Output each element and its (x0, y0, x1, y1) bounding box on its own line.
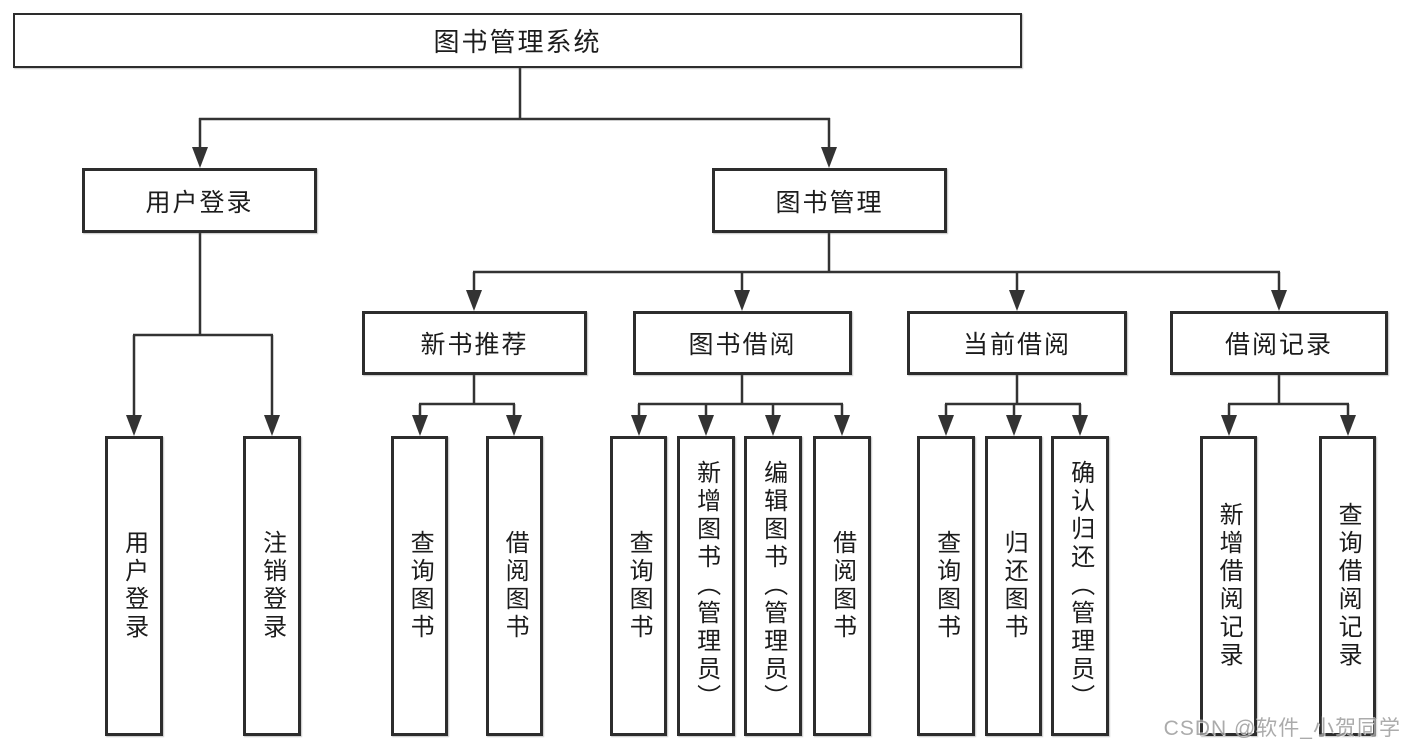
leaf-label: 用户登录 (120, 530, 148, 642)
node-book-management: 图书管理 (712, 168, 947, 233)
leaf-label: 借阅图书 (828, 530, 856, 642)
leaf-label: 借阅图书 (501, 530, 529, 642)
leaf-add-books-admin: 新增图书（管理员） (677, 436, 735, 736)
leaf-label: 归还图书 (1000, 530, 1028, 642)
node-label: 当前借阅 (962, 331, 1071, 359)
leaf-label: 注销登录 (258, 530, 286, 642)
node-user-login: 用户登录 (82, 168, 317, 233)
leaf-add-borrow-record: 新增借阅记录 (1200, 436, 1257, 736)
leaf-borrow-books-recommend: 借阅图书 (486, 436, 543, 736)
node-label: 借阅记录 (1224, 331, 1333, 359)
leaf-query-books-current: 查询图书 (917, 436, 975, 736)
watermark: CSDN @软件_小贺同学 (1163, 717, 1401, 740)
node-label: 用户登录 (145, 188, 254, 217)
leaf-query-books-borrowing: 查询图书 (610, 436, 667, 736)
node-label: 图书管理系统 (433, 27, 602, 57)
leaf-label: 查询借阅记录 (1334, 502, 1362, 670)
leaf-user-login: 用户登录 (105, 436, 163, 736)
leaf-logout-login: 注销登录 (243, 436, 301, 736)
node-library-management-system: 图书管理系统 (13, 13, 1022, 68)
node-new-book-recommendation: 新书推荐 (362, 311, 587, 375)
node-current-borrowing: 当前借阅 (907, 311, 1127, 375)
leaf-query-borrow-record: 查询借阅记录 (1319, 436, 1376, 736)
leaf-confirm-return-admin: 确认归还（管理员） (1051, 436, 1109, 736)
leaf-borrow-books: 借阅图书 (813, 436, 871, 736)
leaf-label: 查询图书 (932, 530, 960, 642)
node-label: 图书管理 (775, 188, 884, 217)
leaf-label: 查询图书 (625, 530, 653, 642)
leaf-label: 新增图书（管理员） (692, 460, 720, 712)
leaf-label: 确认归还（管理员） (1066, 460, 1094, 712)
leaf-return-books: 归还图书 (985, 436, 1042, 736)
leaf-query-books-recommend: 查询图书 (391, 436, 448, 736)
leaf-label: 新增借阅记录 (1215, 502, 1243, 670)
node-borrowing-records: 借阅记录 (1170, 311, 1388, 375)
leaf-label: 查询图书 (406, 530, 434, 642)
node-label: 新书推荐 (420, 331, 529, 359)
leaf-label: 编辑图书（管理员） (759, 460, 787, 712)
leaf-edit-books-admin: 编辑图书（管理员） (744, 436, 802, 736)
node-label: 图书借阅 (688, 331, 797, 359)
node-book-borrowing: 图书借阅 (633, 311, 852, 375)
